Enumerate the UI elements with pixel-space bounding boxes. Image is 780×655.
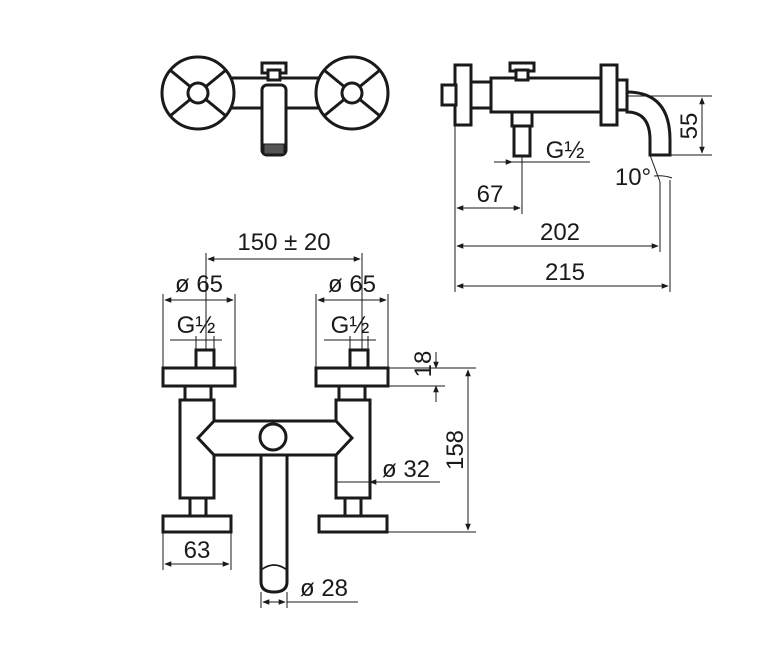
top-view-spout — [260, 83, 288, 157]
side-view-spout — [625, 90, 672, 157]
label-handle-width: 63 — [184, 537, 211, 564]
label-spout-drop: 55 — [676, 113, 703, 140]
front-view-right-handle — [317, 514, 389, 534]
label-rosette-thickness: 18 — [410, 351, 437, 378]
label-side-thread: G½ — [546, 137, 585, 164]
front-view-left-rosette — [161, 366, 237, 388]
label-total-height: 158 — [442, 430, 469, 470]
label-spout-diameter: ø 28 — [300, 575, 348, 602]
top-view — [160, 55, 390, 157]
label-side-depth-202: 202 — [540, 219, 580, 246]
front-view-right-rosette — [314, 366, 390, 388]
top-view-left-handle — [160, 55, 236, 131]
front-view-diverter — [258, 422, 288, 452]
label-centers-spacing: 150 ± 20 — [237, 229, 330, 256]
side-view — [440, 61, 712, 292]
label-spout-angle: 10° — [615, 164, 651, 191]
label-right-rosette-diameter: ø 65 — [328, 271, 376, 298]
side-view-handle — [599, 63, 619, 127]
label-side-depth-215: 215 — [545, 259, 585, 286]
front-view — [161, 253, 476, 608]
top-view-right-handle — [314, 55, 390, 131]
side-view-body — [489, 76, 603, 114]
label-left-thread: G½ — [177, 312, 216, 339]
label-side-depth-67: 67 — [477, 181, 504, 208]
label-body-diameter: ø 32 — [382, 456, 430, 483]
label-right-thread: G½ — [331, 312, 370, 339]
front-view-left-handle — [161, 514, 233, 534]
front-view-spout — [259, 453, 289, 594]
label-left-rosette-diameter: ø 65 — [175, 271, 223, 298]
